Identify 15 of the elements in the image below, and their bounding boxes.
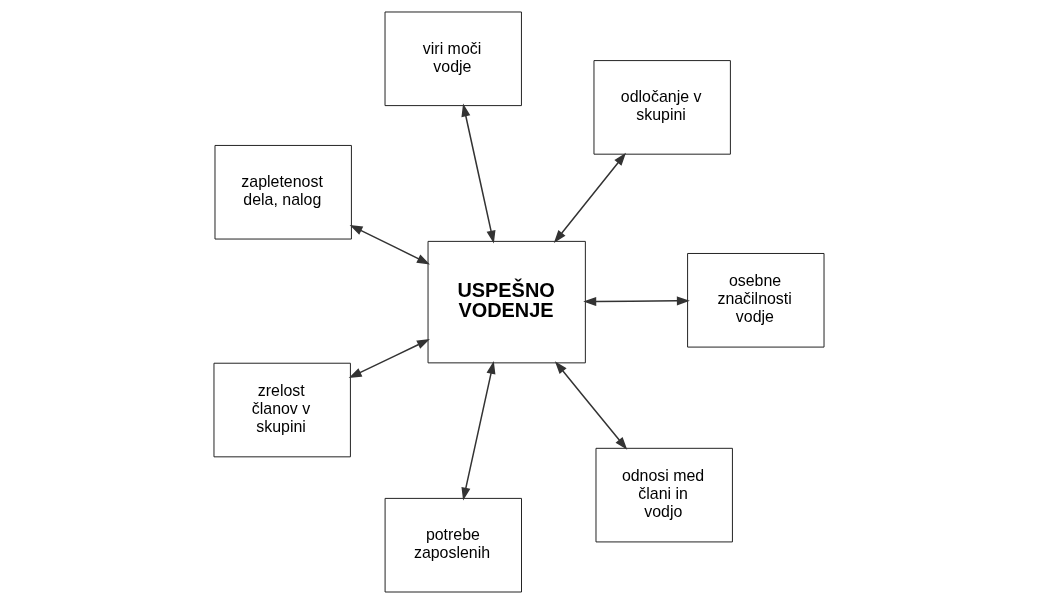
arrow (349, 224, 430, 265)
arrow (553, 152, 626, 244)
arrow (461, 103, 496, 244)
arrow (461, 360, 496, 501)
arrow (583, 296, 690, 306)
arrow (554, 361, 628, 450)
node-box: USPEŠNO VODENJE (427, 240, 586, 364)
node-box: osebne značilnosti vodje (687, 252, 825, 348)
arrow (348, 339, 430, 379)
node-box: potrebe zaposlenih (384, 497, 522, 593)
node-box: odnosi med člani in vodjo (595, 447, 733, 543)
node-box: viri moči vodje (384, 11, 522, 107)
node-box: zrelost članov v skupini (213, 362, 351, 458)
node-box: zapletenost dela, nalog (214, 144, 352, 240)
node-box: odločanje v skupini (593, 60, 731, 155)
